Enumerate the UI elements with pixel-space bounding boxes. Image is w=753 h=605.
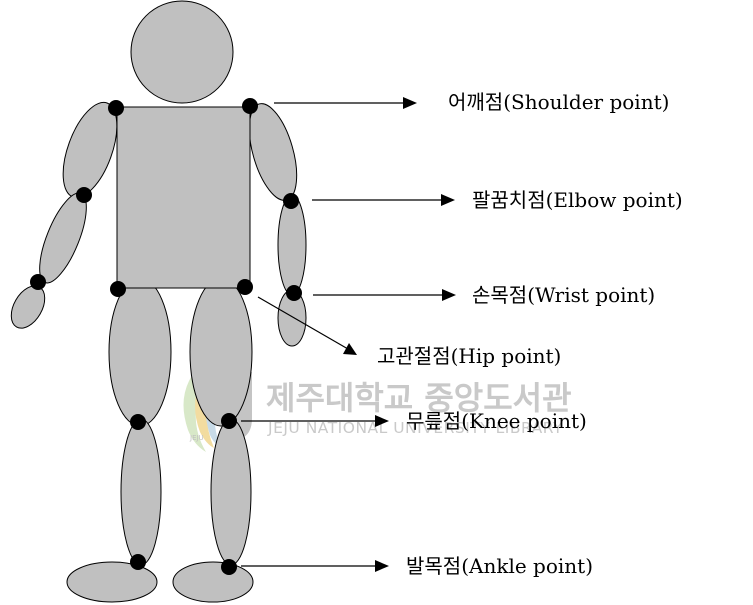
hip-arrow — [258, 297, 357, 355]
left-knee-point — [130, 414, 146, 430]
left-shoulder-point — [108, 100, 124, 116]
left-thigh — [109, 278, 171, 426]
right-ankle-point — [221, 559, 237, 575]
point-labels: 어깨점(Shoulder point) 팔꿈치점(Elbow point) 손목… — [377, 90, 683, 578]
elbow-point-label: 팔꿈치점(Elbow point) — [472, 188, 683, 212]
left-wrist-point — [30, 274, 46, 290]
ankle-point-label: 발목점(Ankle point) — [406, 554, 593, 578]
wrist-point-label: 손목점(Wrist point) — [472, 283, 655, 307]
hip-point-label: 고관절점(Hip point) — [377, 344, 561, 368]
ankle-arrow — [241, 560, 389, 572]
right-foot — [173, 562, 253, 602]
right-knee-point — [221, 413, 237, 429]
right-wrist-point — [286, 285, 302, 301]
right-thigh — [190, 278, 252, 426]
head — [131, 1, 233, 103]
shoulder-arrow — [274, 97, 417, 109]
torso — [117, 107, 250, 288]
right-elbow-point — [283, 193, 299, 209]
left-shin — [121, 419, 161, 565]
left-foot — [67, 562, 157, 602]
left-elbow-point — [76, 187, 92, 203]
human-figure — [4, 1, 306, 602]
left-hand — [4, 280, 51, 334]
elbow-arrow — [312, 194, 455, 206]
knee-point-label: 무릎점(Knee point) — [406, 409, 587, 433]
shoulder-point-label: 어깨점(Shoulder point) — [448, 90, 669, 114]
right-shin — [211, 419, 251, 565]
logo-text: JEJU — [189, 434, 204, 442]
right-forearm — [278, 195, 306, 295]
right-hip-point — [237, 279, 253, 295]
wrist-arrow — [313, 289, 456, 301]
left-ankle-point — [130, 554, 146, 570]
left-hip-point — [110, 281, 126, 297]
right-shoulder-point — [242, 98, 258, 114]
